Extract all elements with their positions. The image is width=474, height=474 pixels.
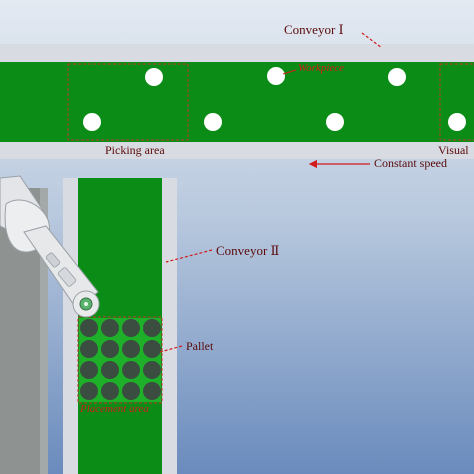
workpieces [83,67,466,131]
workpiece-label: Workpiece [298,62,345,74]
conveyor-2-leader-line [165,249,213,263]
conveyor-1-label: Conveyor Ⅰ [284,22,344,37]
pallet-slot [80,340,98,358]
visual-label: Visual [438,143,469,157]
pallet-slot [143,340,161,358]
robot-arm [0,175,100,318]
conveyor-2-left-rail [63,178,78,474]
pallet-slots [80,319,161,400]
pallet-slot [80,361,98,379]
conveyor-1-leader-line [361,32,383,49]
conveyor-2-label: Conveyor Ⅱ [216,243,280,258]
placement-area-label: Placement area [80,403,149,415]
workpiece [83,113,101,131]
pallet-slot [101,361,119,379]
workpiece [326,113,344,131]
workpiece [267,67,285,85]
placement-area-box [77,316,163,404]
constant-speed-label: Constant speed [374,156,447,170]
pallet-slot [101,382,119,400]
workpiece-leader-line [282,69,297,75]
pallet-slot [122,361,140,379]
visual-area-box [439,63,474,141]
conveyor-1-top-rail [0,44,474,62]
pallet-slot [122,382,140,400]
pallet-slot [101,340,119,358]
conveyor-1-bottom-rail [0,142,474,159]
workpiece [204,113,222,131]
picking-area-box [67,63,189,141]
robot-forearm-detail [45,252,61,268]
pallet-slot [122,340,140,358]
pallet-slot [143,319,161,337]
pallet-slot [80,319,98,337]
pallet-slot [143,382,161,400]
pallet-label: Pallet [186,339,214,353]
robot-forearm [23,225,99,309]
pallet-slot [80,382,98,400]
conveyor-2-right-rail [162,178,177,474]
workpiece [448,113,466,131]
robot-forearm-detail-2 [57,267,77,287]
robot-gripper-center [84,302,88,306]
pallet-slot [122,319,140,337]
pallet-slot [101,319,119,337]
pallet-leader-line [159,345,183,353]
robot-base-panel-edge [40,188,48,474]
pallet-slot [143,361,161,379]
picking-area-label: Picking area [105,143,165,157]
workpiece [145,68,163,86]
workpiece [388,68,406,86]
